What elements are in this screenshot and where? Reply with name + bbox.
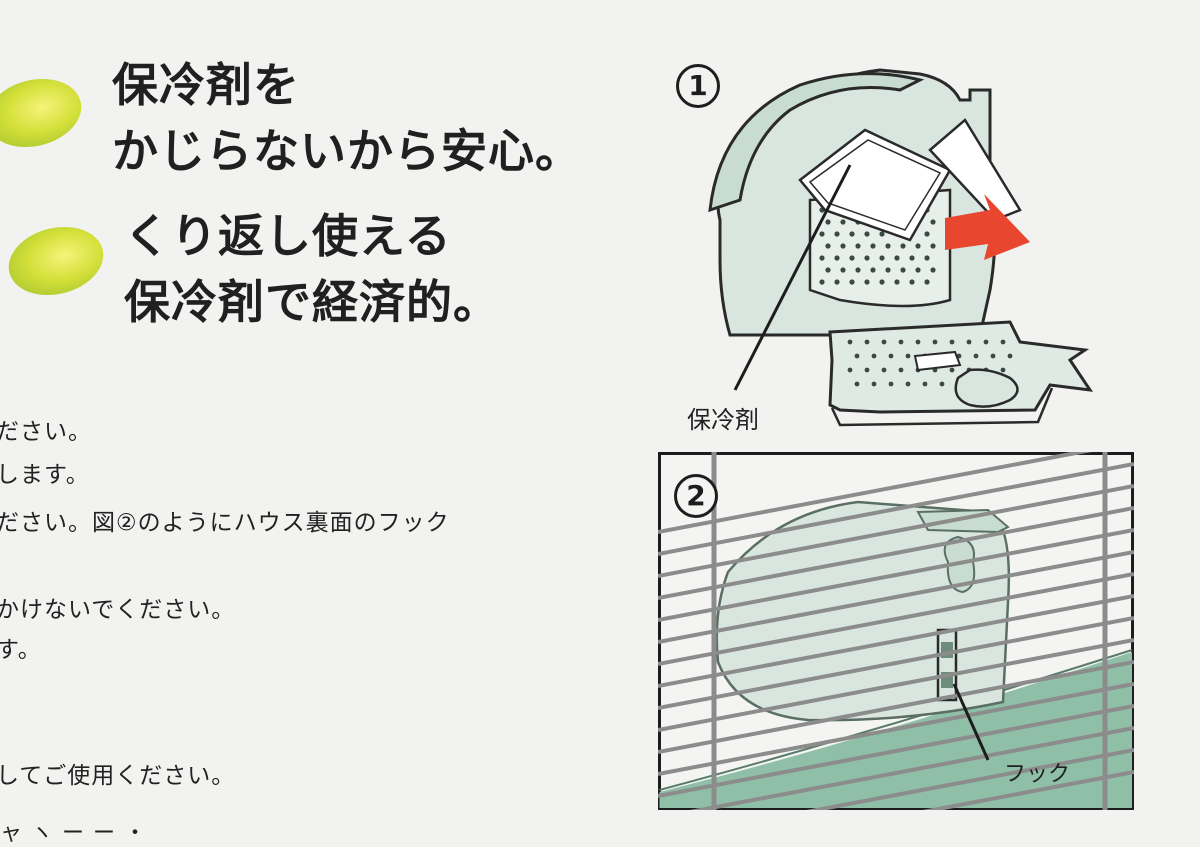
instruction-line: す。: [0, 637, 42, 663]
instruction-line: ださい。図②のようにハウス裏面のフック: [0, 510, 450, 536]
instruction-line: します。: [0, 462, 90, 488]
bullet-leaf-icon: [1, 217, 111, 305]
feature-2-line-2: 保冷剤で経済的。: [124, 275, 500, 329]
feature-1-line-2: かじらないから安心。: [112, 124, 582, 178]
figure-1-house-illustration: [708, 68, 1094, 427]
figure-1-label-cooling-pack: 保冷剤: [687, 406, 759, 434]
instruction-line: ださい。: [0, 419, 92, 445]
figure-1-number: 1: [676, 64, 720, 108]
instruction-line-partial: ャ ヽ ー ー ・: [0, 821, 147, 846]
figure-2-label-hook: フック: [1004, 762, 1071, 787]
instruction-line: かけないでください。: [0, 597, 236, 623]
feature-2-line-1: くり返し使える: [124, 209, 452, 263]
instruction-line: してご使用ください。: [0, 763, 236, 789]
figure-2-cage-illustration: [658, 452, 1134, 810]
feature-1-line-1: 保冷剤を: [112, 58, 300, 112]
figure-2-number: 2: [674, 474, 718, 518]
bullet-leaf-icon: [0, 69, 89, 157]
